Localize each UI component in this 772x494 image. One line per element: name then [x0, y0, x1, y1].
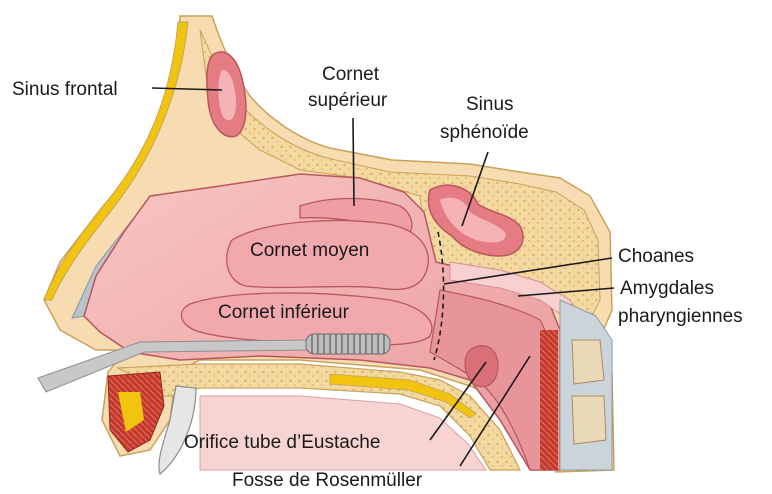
probe-coil	[306, 334, 390, 354]
label-cornet-superieur-1: Cornet	[322, 64, 380, 85]
label-fosse-rosenmuller: Fosse de Rosenmüller	[232, 470, 423, 491]
label-sinus-sphenoide-1: Sinus	[466, 94, 514, 115]
eustachian-orifice	[465, 346, 498, 387]
vertebra-lower	[572, 396, 606, 444]
label-cornet-moyen: Cornet moyen	[250, 240, 369, 261]
label-cornet-inferieur: Cornet inférieur	[218, 302, 350, 323]
label-choanes: Choanes	[618, 246, 694, 267]
label-amygdales-2: pharyngiennes	[618, 306, 743, 327]
label-orifice-tube: Orifice tube d’Eustache	[184, 432, 380, 453]
label-sinus-frontal: Sinus frontal	[12, 79, 118, 100]
leader-cornet-superieur	[353, 118, 354, 206]
label-amygdales-1: Amygdales	[620, 278, 714, 299]
vertebra-upper	[572, 340, 604, 384]
label-sinus-sphenoide-2: sphénoïde	[440, 122, 529, 143]
label-cornet-superieur-2: supérieur	[308, 90, 388, 111]
pharyngeal-muscle	[540, 330, 558, 470]
